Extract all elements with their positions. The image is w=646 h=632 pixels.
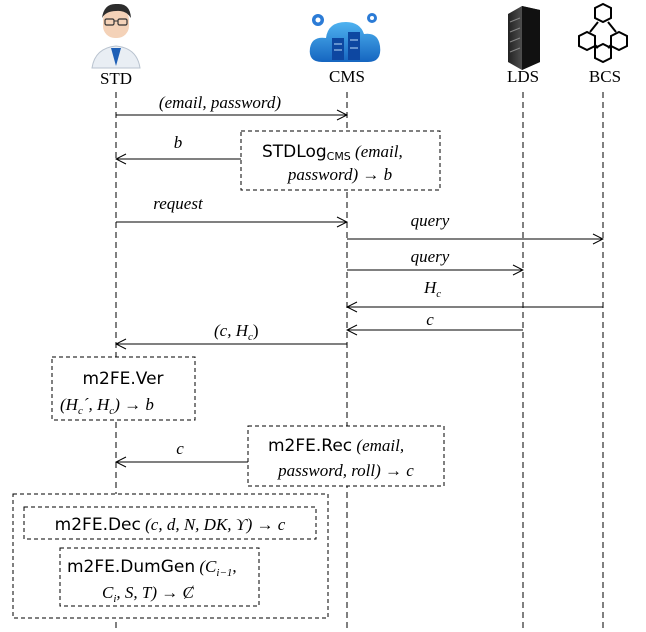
stdlog-args: (email, [355,142,403,161]
message-label-8: (c, Hc) [214,321,259,343]
dumgen-line1: m2FE.DumGen (Ci−1, [67,557,237,579]
stdlog-box [240,130,441,191]
dec-line: m2FE.Dec (c, d, N, DK, ϒ) → c [55,515,286,535]
dumgen-line2: Ci, S, T) → Ȼ [102,583,195,605]
dumgen-line1-sub: i−1 [216,567,232,579]
dec-box [23,506,317,540]
stdlog-line2: password) → b [287,165,392,184]
dec-name: m2FE.Dec [55,515,141,535]
dumgen-line2-sub: i [113,593,116,605]
rec-name: m2FE.Rec [268,436,352,456]
message-label-4: query [411,211,450,230]
dumgen-name: m2FE.DumGen [67,557,195,577]
stdlog-name: STDLog [262,142,327,162]
dumgen-line1-b: , [232,557,236,576]
rec-args: (email, [356,436,404,455]
actor-label-bcs: BCS [589,67,621,86]
rec-box [247,425,445,487]
doctor-avatar-icon [91,3,141,69]
actor-label-std: STD [100,69,132,88]
dec-args: (c, d, N, DK, ϒ) → c [145,515,286,534]
message-label-6-main: H [423,278,438,297]
stdlog-subscript: CMS [327,150,351,163]
ver-line2-sub: c [78,405,83,417]
stdlog-line1: STDLogCMS (email, [262,142,403,163]
dumgen-line1-a: (C [199,557,217,576]
ver-box [51,356,196,421]
message-label-5: query [411,247,450,266]
message-label-2: b [174,133,183,152]
message-label-8-main: (c, H [214,321,250,340]
ver-line2-sub2: c [109,405,114,417]
dumgen-line2-a: C [102,583,114,602]
rec-line2: password, roll) → c [277,461,414,480]
ver-line2-a: (H [60,395,80,414]
ver-line2: (Hc´, Hc) → b [60,395,154,417]
message-label-8-close: ) [253,321,259,340]
ver-line2-b: ´, H [83,395,111,414]
rec-line1: m2FE.Rec (email, [268,436,404,456]
message-label-9: c [176,439,184,458]
blockchain-network-icon [578,2,628,64]
message-label-6-sub: c [436,288,441,300]
message-label-8-sub: c [248,331,253,343]
database-server-icon [508,6,540,70]
cloud-server-icon [309,13,381,62]
message-label-3: request [153,194,204,213]
message-label-1: (email, password) [159,93,281,112]
ver-line1: m2FE.Ver [82,369,163,389]
dumgen-line2-b: , S, T) → Ȼ [116,583,194,602]
dumgen-box [59,547,260,607]
actor-label-cms: CMS [329,67,365,86]
actor-label-lds: LDS [507,67,539,86]
message-label-6: Hc [423,278,441,300]
message-label-7: c [426,310,434,329]
ver-line2-c: ) → b [113,395,154,414]
